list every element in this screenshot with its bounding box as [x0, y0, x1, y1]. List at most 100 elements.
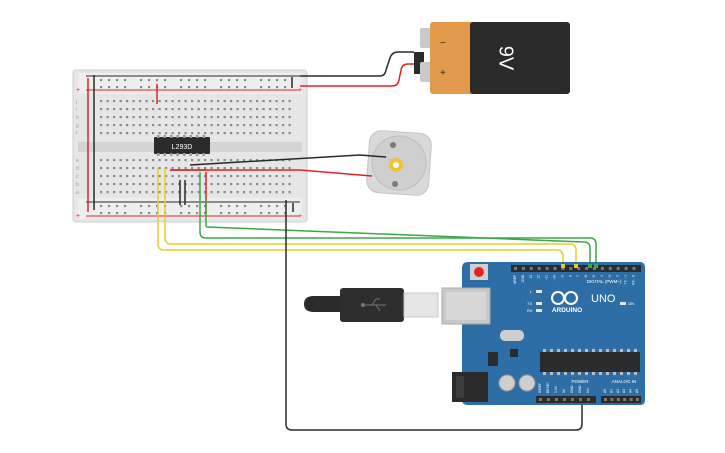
- breadboard-hole[interactable]: [191, 175, 194, 178]
- breadboard-hole[interactable]: [100, 167, 103, 170]
- rail-hole[interactable]: [156, 212, 159, 215]
- breadboard-hole[interactable]: [178, 124, 181, 127]
- breadboard-hole[interactable]: [197, 183, 200, 186]
- breadboard-hole[interactable]: [106, 191, 109, 194]
- rail-hole[interactable]: [180, 86, 183, 89]
- breadboard-hole[interactable]: [178, 116, 181, 119]
- breadboard-hole[interactable]: [191, 132, 194, 135]
- breadboard-hole[interactable]: [243, 132, 246, 135]
- breadboard-hole[interactable]: [145, 108, 148, 111]
- breadboard-hole[interactable]: [204, 159, 207, 162]
- breadboard-hole[interactable]: [230, 183, 233, 186]
- breadboard-hole[interactable]: [100, 159, 103, 162]
- breadboard-hole[interactable]: [275, 191, 278, 194]
- digital-pin-hole[interactable]: [553, 267, 557, 270]
- rail-hole[interactable]: [228, 212, 231, 215]
- breadboard-hole[interactable]: [236, 159, 239, 162]
- breadboard-hole[interactable]: [210, 175, 213, 178]
- digital-pin-hole[interactable]: [569, 267, 573, 270]
- breadboard-hole[interactable]: [249, 191, 252, 194]
- breadboard-hole[interactable]: [152, 167, 155, 170]
- rail-hole[interactable]: [140, 86, 143, 89]
- rail-hole[interactable]: [108, 212, 111, 215]
- breadboard-hole[interactable]: [158, 191, 161, 194]
- breadboard-hole[interactable]: [197, 124, 200, 127]
- rail-hole[interactable]: [108, 79, 111, 82]
- breadboard-hole[interactable]: [132, 132, 135, 135]
- breadboard-hole[interactable]: [191, 167, 194, 170]
- breadboard-hole[interactable]: [288, 183, 291, 186]
- breadboard-hole[interactable]: [165, 167, 168, 170]
- breadboard-hole[interactable]: [243, 116, 246, 119]
- rail-hole[interactable]: [164, 86, 167, 89]
- breadboard-hole[interactable]: [223, 116, 226, 119]
- breadboard-hole[interactable]: [113, 108, 116, 111]
- breadboard-hole[interactable]: [249, 159, 252, 162]
- rail-hole[interactable]: [100, 212, 103, 215]
- breadboard-hole[interactable]: [113, 100, 116, 103]
- breadboard-hole[interactable]: [249, 132, 252, 135]
- rail-hole[interactable]: [196, 79, 199, 82]
- breadboard-hole[interactable]: [113, 124, 116, 127]
- breadboard-hole[interactable]: [158, 132, 161, 135]
- rail-hole[interactable]: [180, 205, 183, 208]
- rail-hole[interactable]: [220, 86, 223, 89]
- breadboard-hole[interactable]: [145, 116, 148, 119]
- rail-hole[interactable]: [284, 79, 287, 82]
- rail-hole[interactable]: [108, 86, 111, 89]
- breadboard-hole[interactable]: [158, 108, 161, 111]
- breadboard-hole[interactable]: [210, 191, 213, 194]
- breadboard-hole[interactable]: [230, 100, 233, 103]
- breadboard-hole[interactable]: [178, 100, 181, 103]
- breadboard-hole[interactable]: [191, 124, 194, 127]
- breadboard-hole[interactable]: [236, 100, 239, 103]
- rail-hole[interactable]: [124, 212, 127, 215]
- breadboard-hole[interactable]: [243, 108, 246, 111]
- breadboard-hole[interactable]: [178, 175, 181, 178]
- breadboard-hole[interactable]: [126, 132, 129, 135]
- breadboard-hole[interactable]: [210, 116, 213, 119]
- rail-hole[interactable]: [268, 205, 271, 208]
- breadboard-hole[interactable]: [113, 132, 116, 135]
- rail-hole[interactable]: [100, 86, 103, 89]
- rail-hole[interactable]: [188, 79, 191, 82]
- breadboard-hole[interactable]: [119, 116, 122, 119]
- rail-hole[interactable]: [180, 79, 183, 82]
- breadboard-hole[interactable]: [145, 100, 148, 103]
- breadboard-hole[interactable]: [106, 159, 109, 162]
- breadboard-hole[interactable]: [223, 175, 226, 178]
- breadboard-hole[interactable]: [145, 191, 148, 194]
- breadboard-hole[interactable]: [158, 167, 161, 170]
- breadboard-hole[interactable]: [145, 167, 148, 170]
- digital-pin-hole[interactable]: [529, 267, 533, 270]
- breadboard-hole[interactable]: [269, 100, 272, 103]
- breadboard-hole[interactable]: [269, 124, 272, 127]
- rail-hole[interactable]: [228, 205, 231, 208]
- breadboard-hole[interactable]: [119, 100, 122, 103]
- breadboard-hole[interactable]: [106, 108, 109, 111]
- breadboard-hole[interactable]: [132, 116, 135, 119]
- breadboard-hole[interactable]: [171, 167, 174, 170]
- breadboard-hole[interactable]: [256, 100, 259, 103]
- digital-pin-hole[interactable]: [616, 267, 620, 270]
- breadboard-hole[interactable]: [217, 116, 220, 119]
- breadboard-hole[interactable]: [139, 124, 142, 127]
- power-pin-hole[interactable]: [587, 398, 590, 401]
- breadboard-hole[interactable]: [210, 124, 213, 127]
- breadboard-hole[interactable]: [282, 167, 285, 170]
- breadboard-hole[interactable]: [171, 159, 174, 162]
- breadboard-hole[interactable]: [230, 175, 233, 178]
- breadboard-hole[interactable]: [171, 100, 174, 103]
- breadboard-hole[interactable]: [269, 175, 272, 178]
- rail-hole[interactable]: [188, 212, 191, 215]
- breadboard-hole[interactable]: [139, 183, 142, 186]
- breadboard-hole[interactable]: [282, 100, 285, 103]
- breadboard-hole[interactable]: [119, 175, 122, 178]
- breadboard-hole[interactable]: [152, 132, 155, 135]
- breadboard-hole[interactable]: [210, 132, 213, 135]
- breadboard-hole[interactable]: [230, 159, 233, 162]
- breadboard-hole[interactable]: [262, 132, 265, 135]
- breadboard-hole[interactable]: [171, 124, 174, 127]
- rail-hole[interactable]: [100, 79, 103, 82]
- dc-motor[interactable]: [366, 130, 432, 196]
